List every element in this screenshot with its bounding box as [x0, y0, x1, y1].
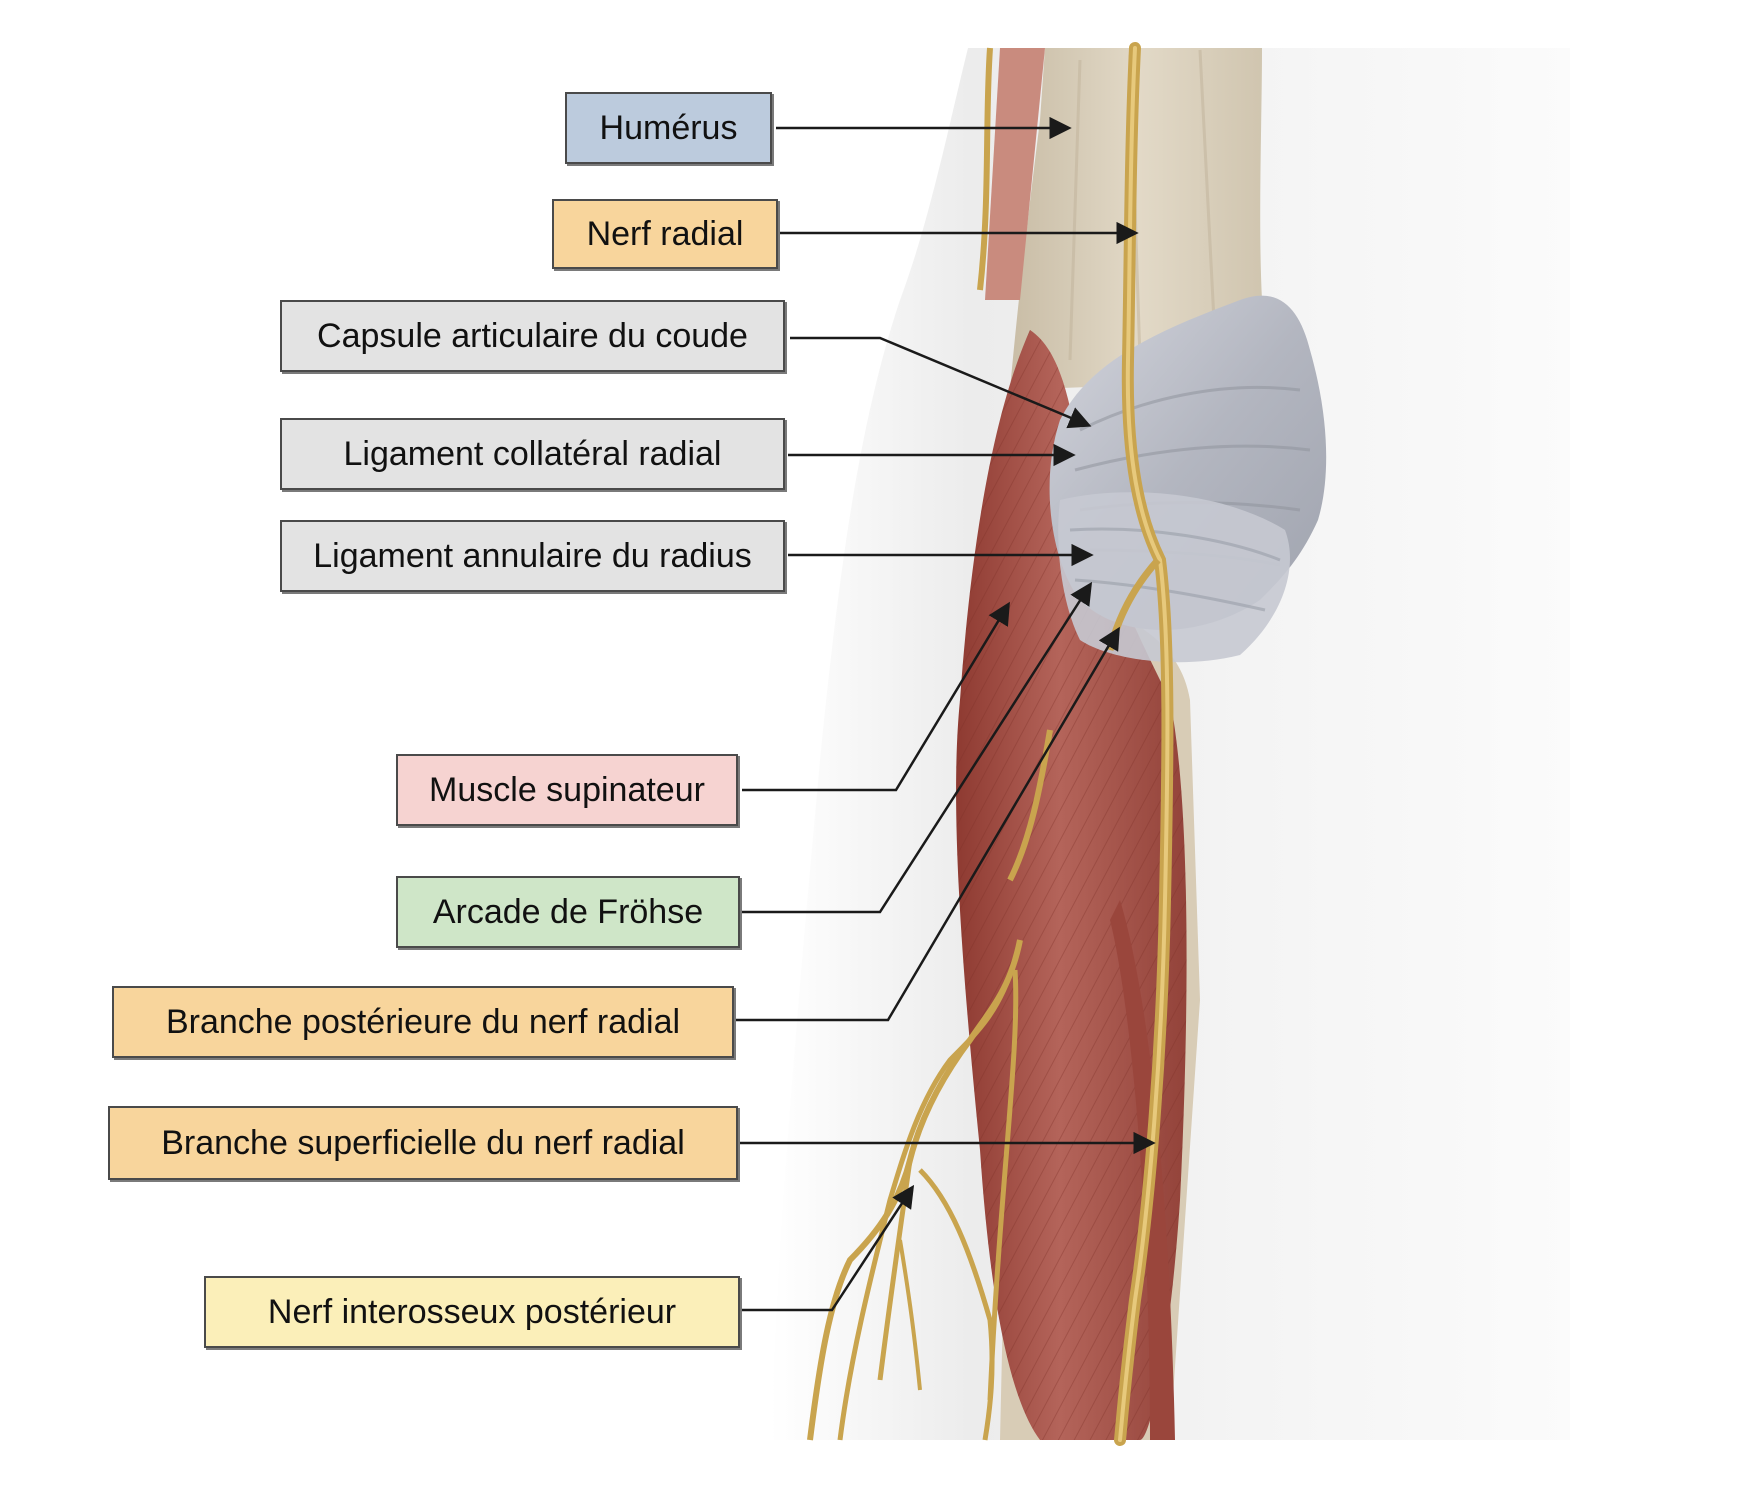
annular-ligament: [1058, 492, 1290, 663]
label-branche-superficielle-text: Branche superficielle du nerf radial: [161, 1123, 685, 1162]
label-nerf-interosseux: Nerf interosseux postérieur: [204, 1276, 740, 1348]
label-humerus-text: Humérus: [599, 108, 738, 147]
label-capsule-text: Capsule articulaire du coude: [317, 316, 748, 355]
label-nerf-radial-text: Nerf radial: [586, 214, 744, 253]
label-muscle-supinateur: Muscle supinateur: [396, 754, 738, 826]
label-capsule: Capsule articulaire du coude: [280, 300, 785, 372]
label-humerus: Humérus: [565, 92, 772, 164]
label-arcade-frohse-text: Arcade de Fröhse: [432, 892, 704, 931]
label-ligament-annulaire: Ligament annulaire du radius: [280, 520, 785, 592]
label-ligament-annulaire-text: Ligament annulaire du radius: [313, 536, 752, 575]
label-nerf-radial: Nerf radial: [552, 199, 778, 269]
label-branche-superficielle: Branche superficielle du nerf radial: [108, 1106, 738, 1180]
label-branche-posterieure: Branche postérieure du nerf radial: [112, 986, 734, 1058]
triceps-muscle: [985, 48, 1045, 300]
label-ligament-collateral-text: Ligament collatéral radial: [343, 434, 722, 473]
label-muscle-supinateur-text: Muscle supinateur: [429, 770, 705, 809]
label-nerf-interosseux-text: Nerf interosseux postérieur: [267, 1292, 677, 1331]
label-arcade-frohse: Arcade de Fröhse: [396, 876, 740, 948]
label-ligament-collateral: Ligament collatéral radial: [280, 418, 785, 490]
leader-lines: [736, 116, 1156, 1312]
label-branche-posterieure-text: Branche postérieure du nerf radial: [165, 1002, 681, 1041]
